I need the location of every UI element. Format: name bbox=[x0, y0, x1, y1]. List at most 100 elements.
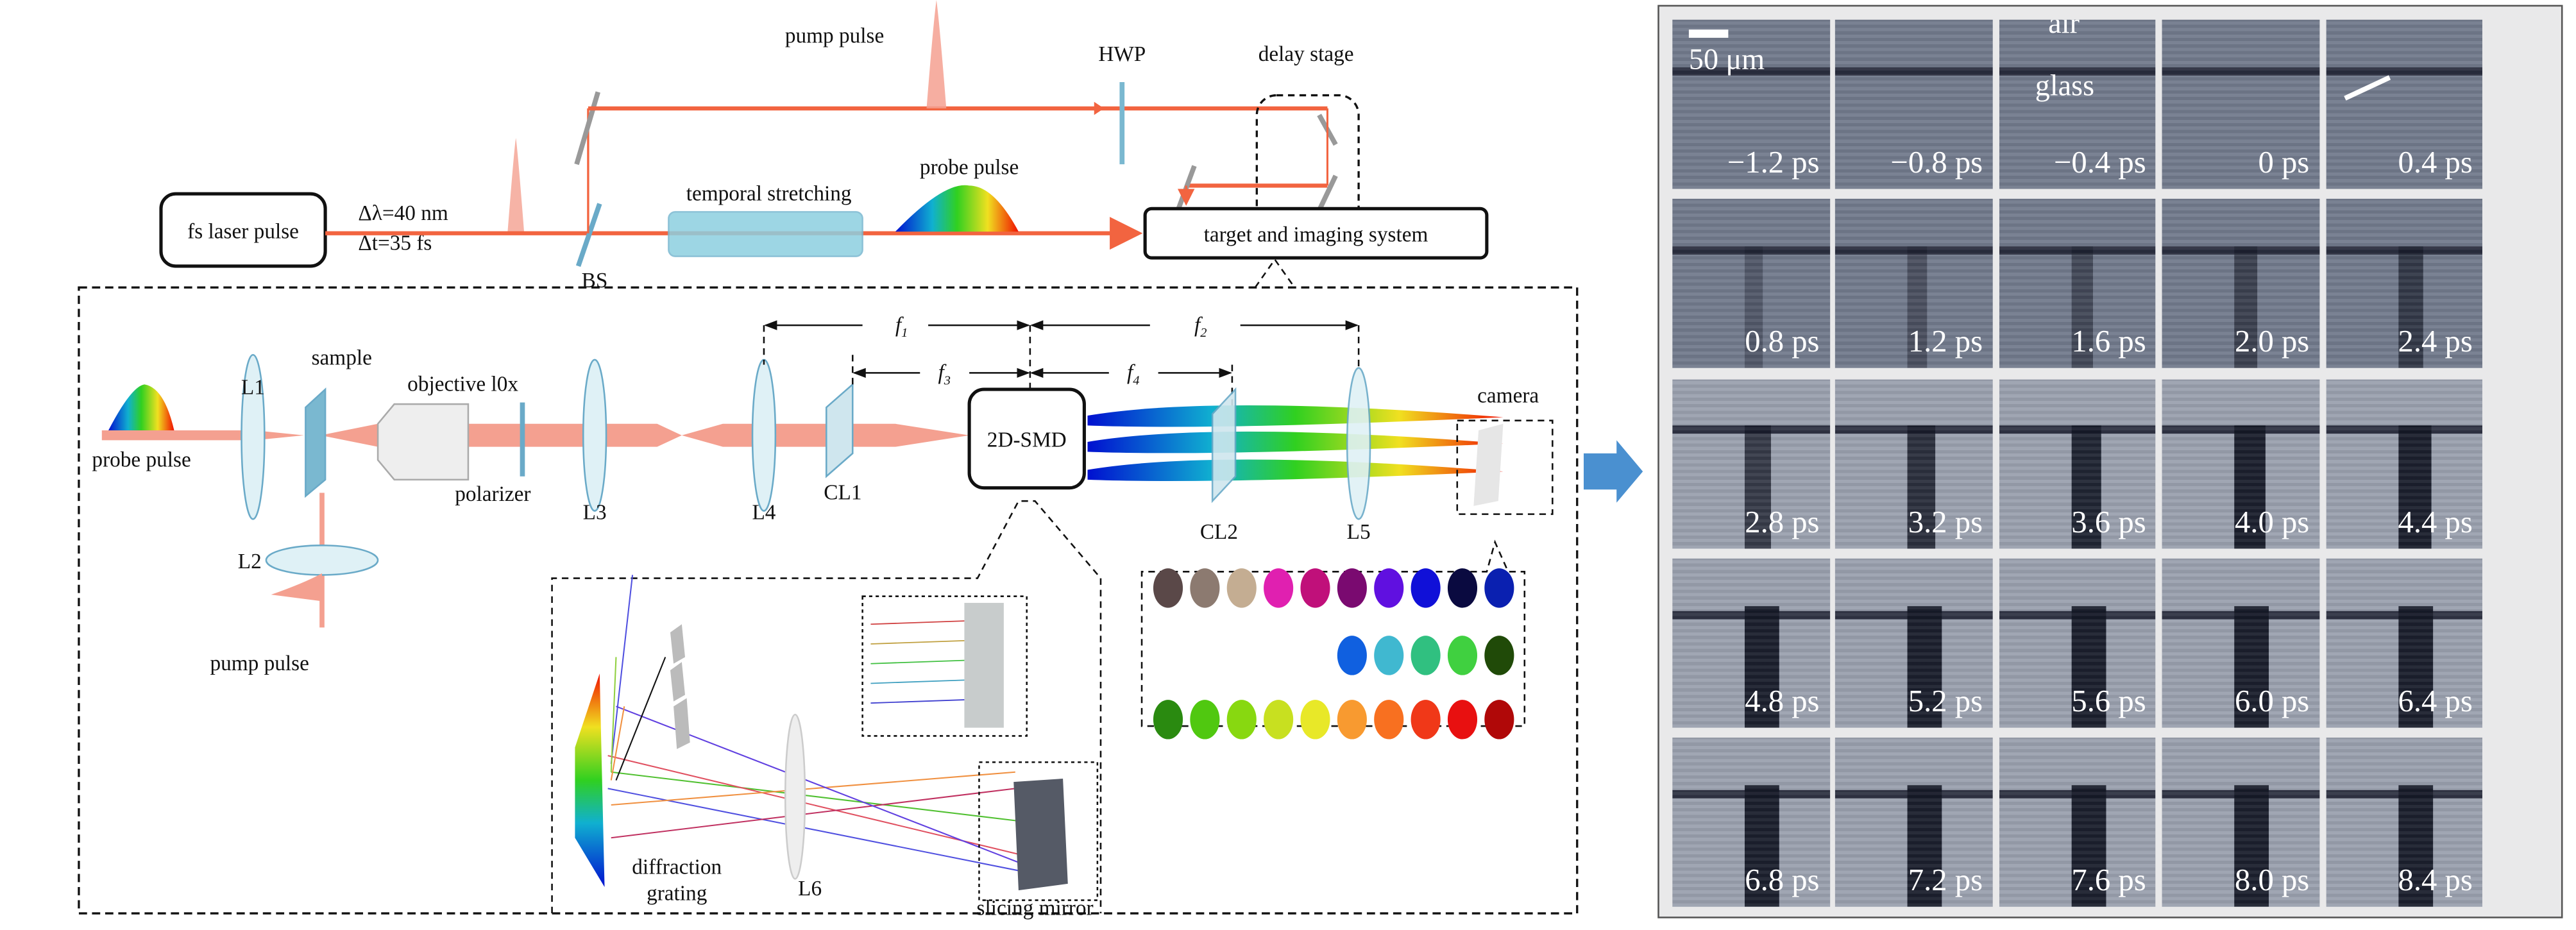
time-delay-label: 5.2 ps bbox=[1908, 684, 1983, 720]
image-frame: 3.2 ps bbox=[1835, 378, 1993, 548]
l1-label: L1 bbox=[241, 376, 265, 400]
hwp-label: HWP bbox=[1098, 42, 1146, 66]
lens-l6 bbox=[784, 713, 806, 880]
damage-channel bbox=[1908, 246, 1928, 369]
damage-channel bbox=[1744, 785, 1779, 908]
image-frame: 8.4 ps bbox=[2325, 738, 2483, 908]
pump-pulse-icon bbox=[926, 0, 947, 109]
air-glass-interface bbox=[1672, 246, 1829, 255]
air-glass-interface bbox=[1835, 246, 1993, 255]
time-delay-label: 4.0 ps bbox=[2234, 505, 2310, 540]
smd-callout bbox=[551, 500, 1102, 914]
texture bbox=[1835, 19, 1993, 189]
time-delay-label: 4.8 ps bbox=[1745, 684, 1820, 720]
l5-label: L5 bbox=[1347, 520, 1371, 544]
color-dot bbox=[1153, 568, 1183, 608]
image-frame: 6.0 ps bbox=[2162, 558, 2319, 728]
color-dot bbox=[1190, 700, 1220, 740]
image-frame: 3.6 ps bbox=[1999, 378, 2157, 548]
color-dot bbox=[1447, 568, 1478, 608]
objective-lens bbox=[377, 403, 470, 481]
cylindrical-lens-cl1 bbox=[826, 382, 854, 478]
l4-label: L4 bbox=[752, 500, 775, 524]
cl2-label: CL2 bbox=[1200, 520, 1238, 544]
color-dot bbox=[1337, 636, 1367, 675]
fs-laser-box bbox=[159, 192, 327, 268]
time-delay-label: 4.4 ps bbox=[2398, 505, 2473, 540]
dispersed-beams bbox=[1087, 405, 1504, 481]
damage-channel bbox=[2398, 785, 2432, 908]
callout-wedge bbox=[1254, 258, 1296, 288]
grating-label-1: diffraction bbox=[632, 856, 722, 879]
image-frame: −0.8 ps bbox=[1835, 19, 1993, 189]
texture bbox=[1999, 378, 2157, 548]
texture bbox=[2162, 19, 2319, 189]
color-dot bbox=[1374, 636, 1404, 675]
damage-channel bbox=[1908, 426, 1936, 548]
texture bbox=[2325, 558, 2483, 728]
image-frame: 0 ps bbox=[2162, 19, 2319, 189]
image-frame: 7.6 ps bbox=[1999, 738, 2157, 908]
air-glass-interface bbox=[1999, 67, 2157, 76]
air-label: air bbox=[2048, 19, 2080, 40]
color-dot bbox=[1153, 700, 1183, 740]
lens-l3 bbox=[582, 359, 607, 512]
image-frame: 6.4 ps bbox=[2325, 558, 2483, 728]
setup-probe-pulse-label: probe pulse bbox=[92, 448, 191, 471]
image-frame: 1.2 ps bbox=[1835, 199, 1993, 369]
cylindrical-lens-cl2 bbox=[1211, 387, 1237, 503]
input-pulse-icon bbox=[507, 138, 525, 232]
image-frame: 0.8 ps bbox=[1672, 199, 1829, 369]
smd-rays bbox=[607, 575, 1022, 872]
color-dot bbox=[1300, 568, 1330, 608]
time-delay-label: 1.2 ps bbox=[1908, 325, 1983, 360]
time-delay-label: 2.0 ps bbox=[2234, 325, 2310, 360]
color-dot bbox=[1374, 700, 1404, 740]
color-dot bbox=[1484, 700, 1514, 740]
texture bbox=[1835, 738, 1993, 908]
small-mirrors bbox=[670, 624, 690, 749]
color-dot bbox=[1190, 568, 1220, 608]
time-delay-label: 8.0 ps bbox=[2234, 864, 2310, 899]
setup-pump-pulse-icon bbox=[271, 573, 322, 602]
damage-channel bbox=[2398, 605, 2432, 728]
scale-bar-label: 50 μm bbox=[1688, 42, 1765, 76]
top-mirror bbox=[574, 91, 600, 165]
camera-color-dots bbox=[1153, 568, 1514, 740]
damage-channel bbox=[2071, 426, 2101, 548]
damage-channel bbox=[2071, 785, 2106, 908]
color-dot bbox=[1447, 700, 1478, 740]
time-delay-label: 0.8 ps bbox=[1745, 325, 1820, 360]
texture bbox=[2325, 19, 2483, 189]
color-dot bbox=[1337, 700, 1367, 740]
polarizer-label: polarizer bbox=[455, 482, 530, 506]
texture bbox=[2162, 738, 2319, 908]
camera-sensor bbox=[1473, 423, 1504, 506]
l2-label: L2 bbox=[238, 550, 262, 573]
bs-label: BS bbox=[582, 269, 608, 292]
lens-l5 bbox=[1346, 367, 1371, 520]
time-delay-label: 7.6 ps bbox=[2071, 864, 2146, 899]
color-dot bbox=[1226, 700, 1257, 740]
time-delay-label: 7.2 ps bbox=[1908, 864, 1983, 899]
image-frame: 2.4 ps bbox=[2325, 199, 2483, 369]
delay-stage-label: delay stage bbox=[1258, 42, 1354, 66]
time-delay-label: −0.8 ps bbox=[1890, 146, 1983, 181]
texture bbox=[1672, 19, 1829, 189]
air-glass-interface bbox=[2162, 67, 2319, 76]
time-delay-label: −1.2 ps bbox=[1727, 146, 1820, 181]
f2-label: f2 bbox=[1194, 313, 1207, 340]
stretcher-cylinder bbox=[668, 211, 863, 257]
damage-channel bbox=[1908, 605, 1943, 728]
pump-arrow bbox=[1094, 101, 1105, 115]
setup-pump-pulse-label: pump pulse bbox=[210, 652, 309, 675]
image-frame: 2.0 ps bbox=[2162, 199, 2319, 369]
grating-label-2: grating bbox=[647, 882, 707, 906]
temporal-stretching-label: temporal stretching bbox=[686, 182, 852, 205]
texture bbox=[2325, 199, 2483, 369]
time-delay-label: 2.8 ps bbox=[1745, 505, 1820, 540]
color-dot bbox=[1374, 568, 1404, 608]
